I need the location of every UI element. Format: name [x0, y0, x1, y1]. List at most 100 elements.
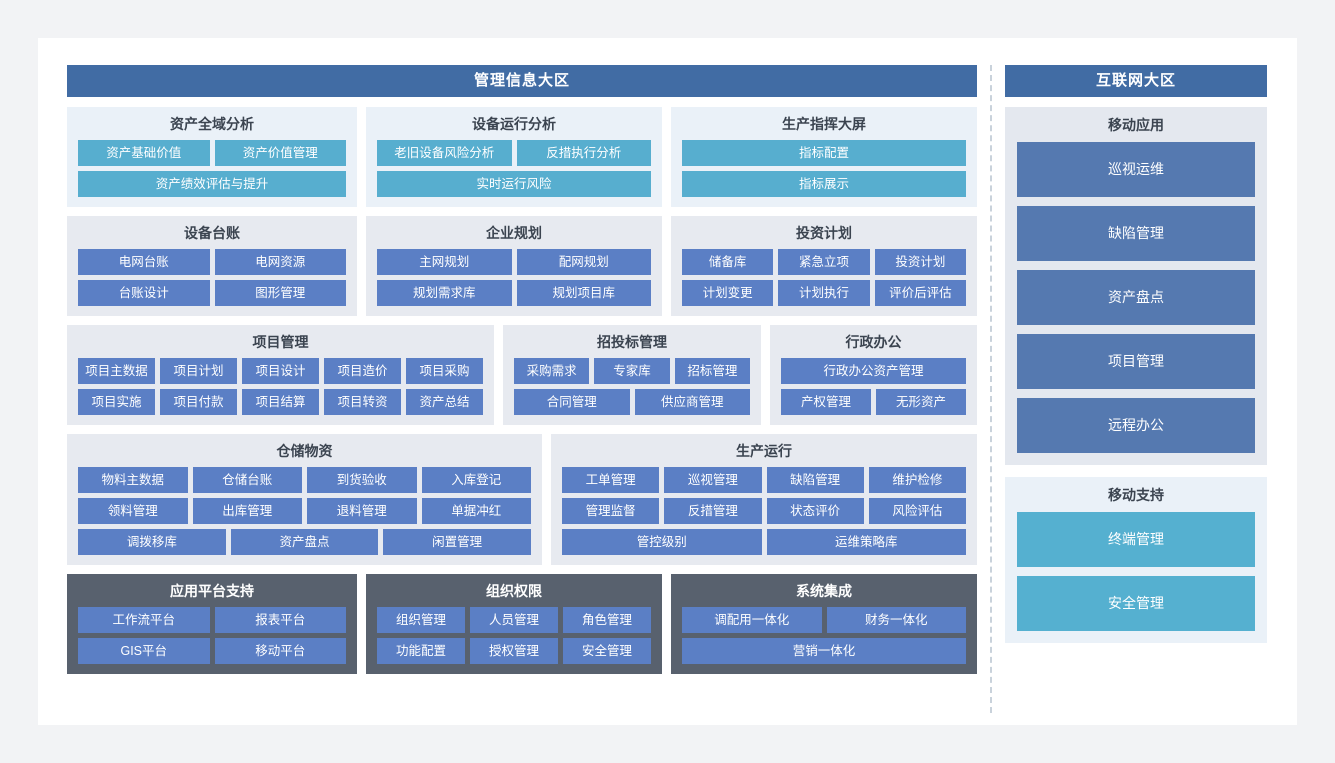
module-button-项目主数据[interactable]: 项目主数据: [78, 358, 155, 384]
module-button-安全管理[interactable]: 安全管理: [1017, 576, 1255, 631]
module-button-项目转资[interactable]: 项目转资: [324, 389, 401, 415]
button-row: 资产基础价值资产价值管理: [78, 140, 346, 166]
module-button-配网规划[interactable]: 配网规划: [516, 249, 651, 275]
module-button-项目付款[interactable]: 项目付款: [160, 389, 237, 415]
module-button-GIS平台[interactable]: GIS平台: [78, 638, 210, 664]
module-button-产权管理[interactable]: 产权管理: [781, 389, 871, 415]
module-button-授权管理[interactable]: 授权管理: [470, 638, 558, 664]
module-button-单据冲红[interactable]: 单据冲红: [421, 498, 531, 524]
button-grid: 项目主数据项目计划项目设计项目造价项目采购项目实施项目付款项目结算项目转资资产总…: [78, 358, 483, 415]
panel-移动应用: 移动应用巡视运维缺陷管理资产盘点项目管理远程办公: [1005, 107, 1267, 465]
module-button-领料管理[interactable]: 领料管理: [78, 498, 188, 524]
module-button-功能配置[interactable]: 功能配置: [377, 638, 465, 664]
module-button-电网台账[interactable]: 电网台账: [78, 249, 210, 275]
button-grid: 调配用一体化财务一体化营销一体化: [682, 607, 966, 664]
module-button-巡视管理[interactable]: 巡视管理: [664, 467, 762, 493]
module-button-组织管理[interactable]: 组织管理: [377, 607, 465, 633]
module-button-反措执行分析[interactable]: 反措执行分析: [516, 140, 651, 166]
module-button-项目结算[interactable]: 项目结算: [242, 389, 319, 415]
module-button-资产盘点[interactable]: 资产盘点: [1017, 270, 1255, 325]
module-button-评价后评估[interactable]: 评价后评估: [874, 280, 966, 306]
module-button-移动平台[interactable]: 移动平台: [214, 638, 346, 664]
module-button-采购需求[interactable]: 采购需求: [514, 358, 590, 384]
module-button-指标配置[interactable]: 指标配置: [682, 140, 966, 166]
module-button-资产基础价值[interactable]: 资产基础价值: [78, 140, 210, 166]
module-button-终端管理[interactable]: 终端管理: [1017, 512, 1255, 567]
module-button-台账设计[interactable]: 台账设计: [78, 280, 210, 306]
module-button-计划执行[interactable]: 计划执行: [778, 280, 870, 306]
panel-title: 行政办公: [845, 334, 902, 350]
module-button-项目采购[interactable]: 项目采购: [406, 358, 483, 384]
module-button-主网规划[interactable]: 主网规划: [377, 249, 512, 275]
module-button-仓储台账[interactable]: 仓储台账: [192, 467, 302, 493]
module-button-缺陷管理[interactable]: 缺陷管理: [766, 467, 864, 493]
module-button-项目计划[interactable]: 项目计划: [160, 358, 237, 384]
module-button-电网资源[interactable]: 电网资源: [214, 249, 346, 275]
button-grid: 储备库紧急立项投资计划计划变更计划执行评价后评估: [682, 249, 966, 306]
module-button-工单管理[interactable]: 工单管理: [562, 467, 660, 493]
module-button-规划项目库[interactable]: 规划项目库: [516, 280, 651, 306]
module-button-工作流平台[interactable]: 工作流平台: [78, 607, 210, 633]
module-button-项目造价[interactable]: 项目造价: [324, 358, 401, 384]
button-grid: 物料主数据仓储台账到货验收入库登记领料管理出库管理退料管理单据冲红调拨移库资产盘…: [78, 467, 532, 555]
module-button-出库管理[interactable]: 出库管理: [192, 498, 302, 524]
module-button-退料管理[interactable]: 退料管理: [307, 498, 417, 524]
module-button-资产绩效评估与提升[interactable]: 资产绩效评估与提升: [78, 171, 346, 197]
module-button-报表平台[interactable]: 报表平台: [214, 607, 346, 633]
module-button-巡视运维[interactable]: 巡视运维: [1017, 142, 1255, 197]
module-button-专家库[interactable]: 专家库: [594, 358, 670, 384]
panel-title: 招投标管理: [597, 334, 667, 350]
module-button-资产盘点[interactable]: 资产盘点: [230, 529, 379, 555]
module-button-远程办公[interactable]: 远程办公: [1017, 398, 1255, 453]
module-button-入库登记[interactable]: 入库登记: [421, 467, 531, 493]
module-button-规划需求库[interactable]: 规划需求库: [377, 280, 512, 306]
module-button-维护检修[interactable]: 维护检修: [868, 467, 966, 493]
panel-生产运行: 生产运行工单管理巡视管理缺陷管理维护检修管理监督反措管理状态评价风险评估管控级别…: [551, 434, 977, 565]
module-button-调配用一体化[interactable]: 调配用一体化: [682, 607, 822, 633]
management-zone-body: 资产全域分析资产基础价值资产价值管理资产绩效评估与提升设备运行分析老旧设备风险分…: [67, 107, 977, 674]
module-button-到货验收[interactable]: 到货验收: [307, 467, 417, 493]
module-button-管理监督[interactable]: 管理监督: [562, 498, 660, 524]
button-row: GIS平台移动平台: [78, 638, 346, 664]
module-button-紧急立项[interactable]: 紧急立项: [778, 249, 870, 275]
module-button-营销一体化[interactable]: 营销一体化: [682, 638, 966, 664]
module-button-计划变更[interactable]: 计划变更: [682, 280, 774, 306]
module-button-合同管理[interactable]: 合同管理: [514, 389, 630, 415]
module-button-管控级别[interactable]: 管控级别: [562, 529, 762, 555]
module-button-项目设计[interactable]: 项目设计: [242, 358, 319, 384]
button-grid: 行政办公资产管理产权管理无形资产: [781, 358, 966, 415]
panel-title: 移动应用: [1108, 117, 1164, 133]
panel-仓储物资: 仓储物资物料主数据仓储台账到货验收入库登记领料管理出库管理退料管理单据冲红调拨移…: [67, 434, 542, 565]
module-button-人员管理[interactable]: 人员管理: [470, 607, 558, 633]
module-button-老旧设备风险分析[interactable]: 老旧设备风险分析: [377, 140, 512, 166]
module-button-无形资产[interactable]: 无形资产: [876, 389, 966, 415]
module-button-状态评价[interactable]: 状态评价: [766, 498, 864, 524]
module-button-投资计划[interactable]: 投资计划: [874, 249, 966, 275]
module-button-项目实施[interactable]: 项目实施: [78, 389, 155, 415]
module-button-闲置管理[interactable]: 闲置管理: [383, 529, 532, 555]
module-button-资产价值管理[interactable]: 资产价值管理: [214, 140, 346, 166]
module-button-安全管理[interactable]: 安全管理: [563, 638, 651, 664]
module-button-图形管理[interactable]: 图形管理: [214, 280, 346, 306]
module-button-风险评估[interactable]: 风险评估: [868, 498, 966, 524]
button-row: 管控级别运维策略库: [562, 529, 966, 555]
module-button-运维策略库[interactable]: 运维策略库: [766, 529, 966, 555]
module-button-供应商管理[interactable]: 供应商管理: [634, 389, 750, 415]
module-button-物料主数据[interactable]: 物料主数据: [78, 467, 188, 493]
button-row: 老旧设备风险分析反措执行分析: [377, 140, 651, 166]
module-button-行政办公资产管理[interactable]: 行政办公资产管理: [781, 358, 966, 384]
panel-row: 设备台账电网台账电网资源台账设计图形管理企业规划主网规划配网规划规划需求库规划项…: [67, 216, 977, 316]
module-button-角色管理[interactable]: 角色管理: [563, 607, 651, 633]
module-button-反措管理[interactable]: 反措管理: [664, 498, 762, 524]
module-button-调拨移库[interactable]: 调拨移库: [78, 529, 226, 555]
module-button-指标展示[interactable]: 指标展示: [682, 171, 966, 197]
module-button-招标管理[interactable]: 招标管理: [674, 358, 750, 384]
module-button-财务一体化[interactable]: 财务一体化: [826, 607, 966, 633]
module-button-项目管理[interactable]: 项目管理: [1017, 334, 1255, 389]
module-button-储备库[interactable]: 储备库: [682, 249, 774, 275]
module-button-资产总结[interactable]: 资产总结: [406, 389, 483, 415]
button-grid: 老旧设备风险分析反措执行分析实时运行风险: [377, 140, 651, 197]
module-button-缺陷管理[interactable]: 缺陷管理: [1017, 206, 1255, 261]
module-button-实时运行风险[interactable]: 实时运行风险: [377, 171, 651, 197]
panel-项目管理: 项目管理项目主数据项目计划项目设计项目造价项目采购项目实施项目付款项目结算项目转…: [67, 325, 494, 425]
